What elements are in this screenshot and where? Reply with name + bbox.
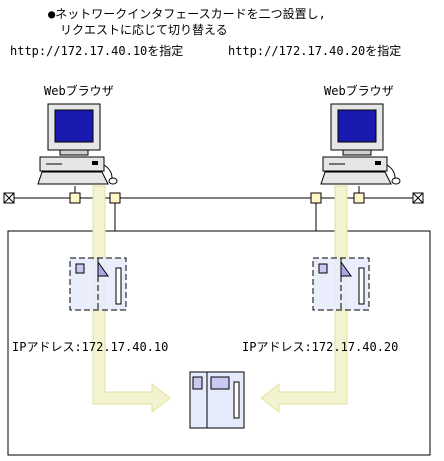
left-terminator-icon [3, 192, 15, 204]
right-ip-label: IPアドレス:172.17.40.20 [242, 340, 399, 354]
left-ip-label: IPアドレス:172.17.40.10 [12, 340, 169, 354]
left-computer-icon [37, 103, 118, 185]
right-browser-label: Webブラウザ [324, 84, 394, 98]
right-nic-icon [312, 257, 370, 311]
left-client-connector [69, 192, 81, 204]
left-server-connector [109, 192, 121, 204]
header-line-2: リクエストに応じて切り替える [60, 23, 228, 37]
right-computer-icon [320, 103, 401, 185]
header-line-1: ●ネットワークインタフェースカードを二つ設置し, [48, 7, 326, 21]
left-nic-icon [69, 257, 127, 311]
server-icon [189, 371, 245, 429]
left-browser-label: Webブラウザ [44, 84, 114, 98]
right-url-note: http://172.17.40.20を指定 [228, 44, 402, 58]
left-url-note: http://172.17.40.10を指定 [10, 44, 184, 58]
right-terminator-icon [412, 192, 424, 204]
right-client-connector [353, 192, 365, 204]
bullet-icon: ● [48, 7, 56, 21]
right-server-connector [310, 192, 322, 204]
